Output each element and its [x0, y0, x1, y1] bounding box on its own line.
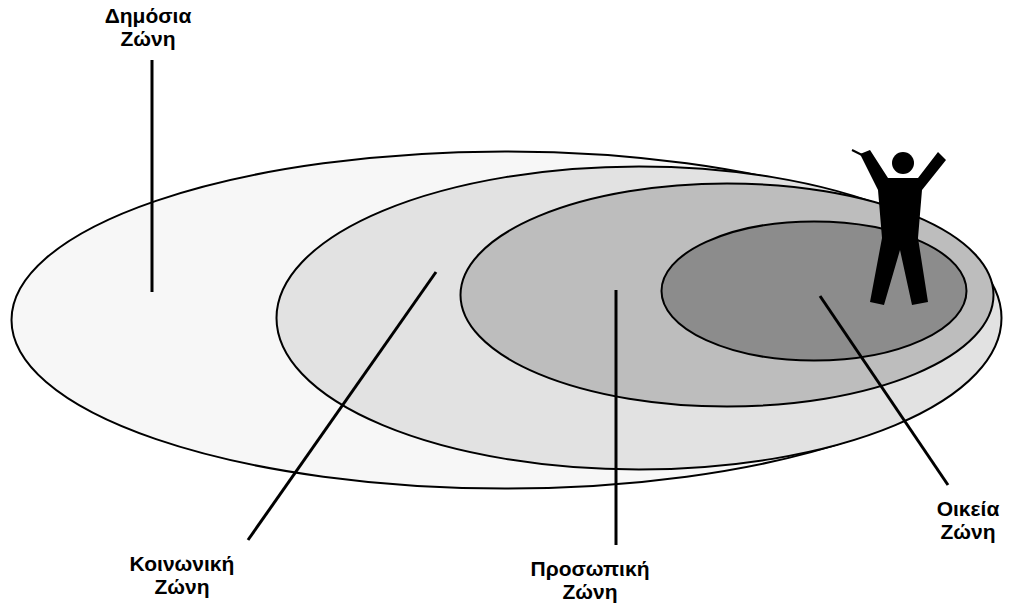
zone-label: Δημόσια Ζώνη: [86, 4, 211, 50]
zone-label: Προσωπική Ζώνη: [520, 557, 660, 603]
person-figure: [852, 150, 946, 305]
leader-line: [248, 272, 436, 540]
zone-label: Κοινωνική Ζώνη: [115, 552, 250, 598]
leader-line: [615, 290, 618, 545]
zone-ellipse: Δημόσια ΖώνηΚοινωνική ΖώνηΠροσωπική Ζώνη…: [10, 150, 1000, 490]
leader-line: [820, 296, 948, 485]
zone-label: Οικεία Ζώνη: [921, 497, 1016, 543]
leader-line: [151, 60, 154, 292]
